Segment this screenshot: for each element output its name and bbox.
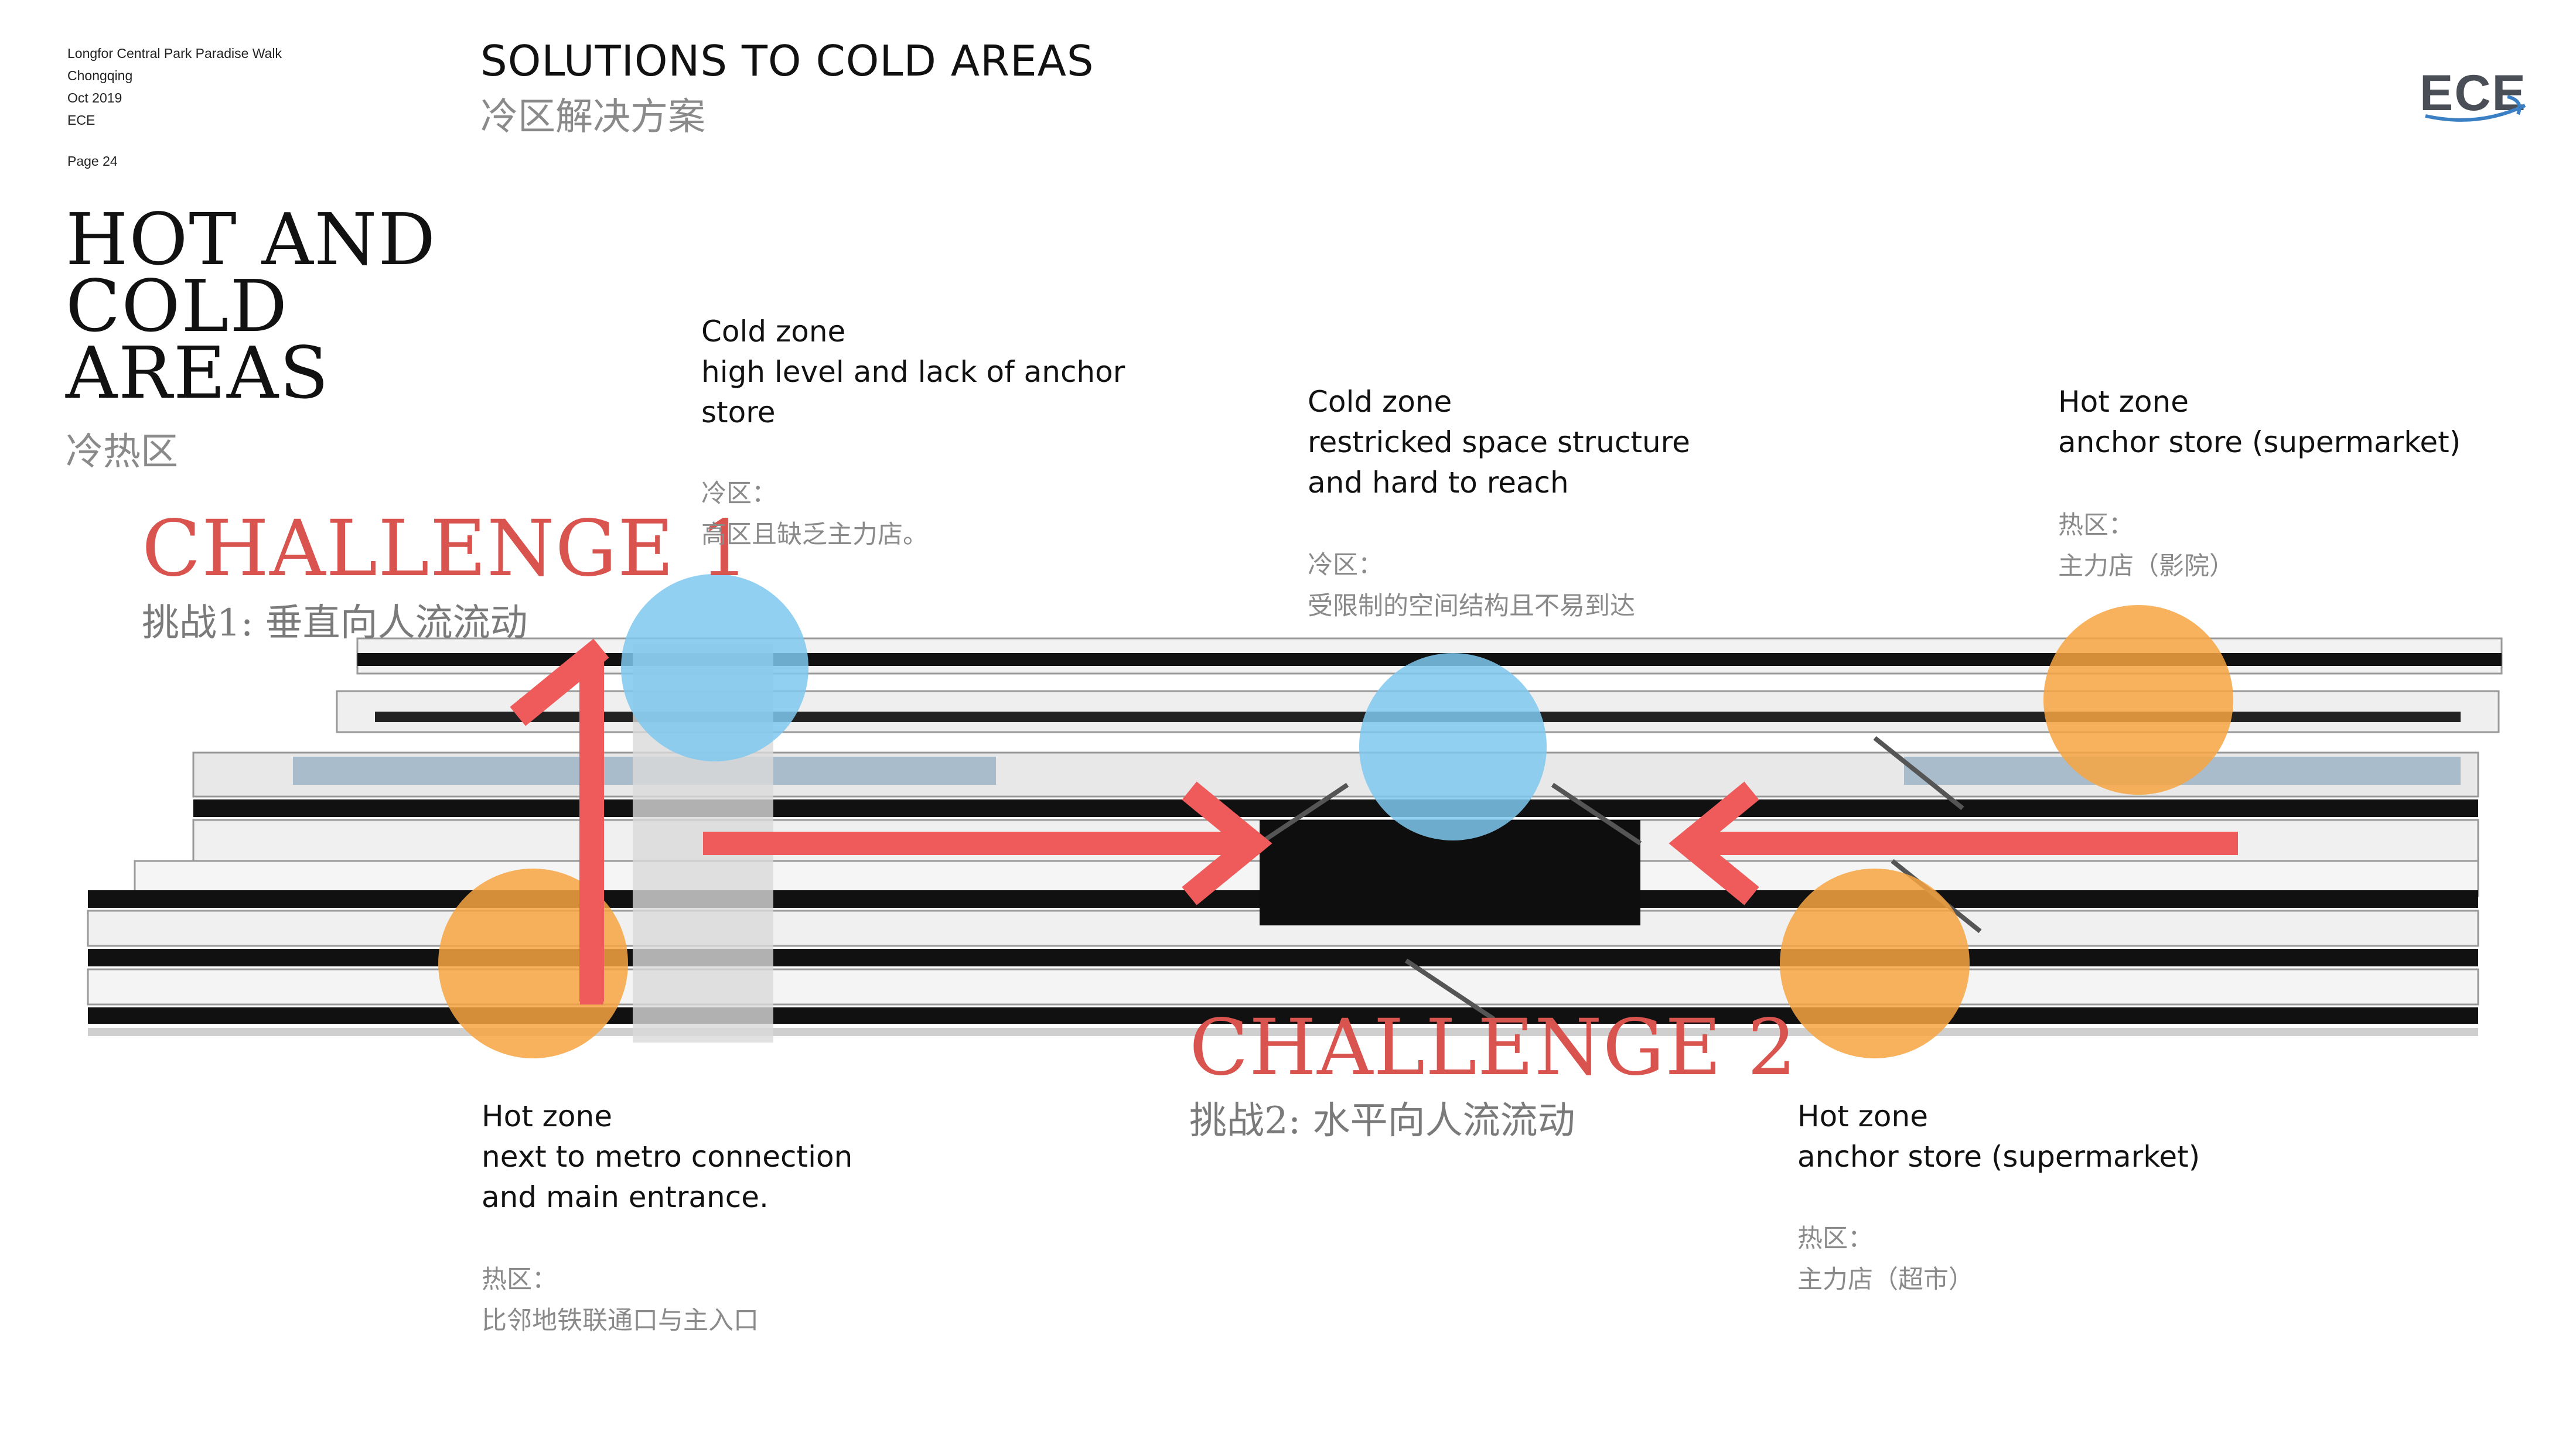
zone-title: Hot zone [482,1099,612,1133]
zone-desc: high level and lack of anchor [701,355,1125,389]
zone-title: Cold zone [1308,385,1452,419]
zone-desc: restricked space structure [1308,425,1690,459]
horizontal-flow-arrow-right [703,781,1272,905]
page-title-cn: 冷区解决方案 [480,95,705,139]
zone-cn-desc: 高区且缺乏主力店。 [701,520,928,549]
zone-cn-desc: 主力店（影院） [2058,552,2234,581]
zone-label-cold-top-left: Cold zone high level and lack of anchor … [701,312,1125,433]
section-title: HOT AND COLD AREAS [66,198,437,415]
ece-logo: ECE [2420,64,2531,129]
page-number: Page 24 [67,153,118,169]
horizontal-flow-arrow-left [1669,781,2238,905]
zone-desc: next to metro connection [482,1140,853,1174]
zone-title: Hot zone [1797,1099,1928,1133]
vertical-flow-arrow [510,638,609,1004]
project-date: Oct 2019 [67,90,122,105]
zone-desc: and hard to reach [1308,466,1569,500]
challenge-1-title: CHALLENGE 1 [142,504,750,594]
section-title-line: COLD [66,265,289,348]
zone-desc: store [701,395,776,429]
zone-label-cn-hot-bottom-left: 热区： 比邻地铁联通口与主入口 [482,1259,759,1341]
zone-cn-desc: 比邻地铁联通口与主入口 [482,1306,759,1335]
zone-cn-title: 热区： [482,1265,557,1294]
challenge-2-title: CHALLENGE 2 [1189,1003,1797,1093]
zone-title: Cold zone [701,315,846,348]
cold-zone-circle-top-left [621,574,808,761]
zone-cn-desc: 受限制的空间结构且不易到达 [1308,592,1635,621]
zone-label-cold-center: Cold zone restricked space structure and… [1308,382,1690,503]
project-company: ECE [67,112,95,128]
zone-label-cn-cold-top-left: 冷区： 高区且缺乏主力店。 [701,473,928,555]
challenge-2-subtitle: 挑战2: 水平向人流流动 [1189,1099,1575,1143]
zone-desc: anchor store (supermarket) [1797,1140,2200,1174]
zone-title: Hot zone [2058,385,2189,419]
zone-cn-title: 冷区： [1308,551,1383,580]
section-title-cn: 冷热区 [66,430,178,474]
hot-zone-circle-top-right [2043,605,2233,795]
zone-cn-desc: 主力店（超市） [1797,1265,1974,1294]
cold-zone-circle-center [1359,653,1547,840]
challenge-1-subtitle: 挑战1: 垂直向人流流动 [142,602,528,645]
section-title-line: AREAS [66,332,330,415]
zone-cn-title: 热区： [2058,511,2134,540]
project-name: Longfor Central Park Paradise Walk [67,46,282,61]
logo-swoosh-icon [2425,95,2526,122]
zone-desc: anchor store (supermarket) [2058,425,2461,459]
hot-zone-circle-bottom-right [1780,869,1970,1058]
zone-cn-title: 热区： [1797,1224,1873,1253]
project-meta: Longfor Central Park Paradise Walk Chong… [67,42,282,131]
section-title-line: HOT AND [66,198,437,281]
zone-label-cn-hot-bottom-right: 热区： 主力店（超市） [1797,1218,1974,1300]
zone-label-cn-hot-top-right: 热区： 主力店（影院） [2058,505,2234,587]
zone-label-cn-cold-center: 冷区： 受限制的空间结构且不易到达 [1308,545,1635,627]
zone-cn-title: 冷区： [701,479,777,508]
project-city: Chongqing [67,68,133,83]
zone-label-hot-top-right: Hot zone anchor store (supermarket) [2058,382,2461,463]
page-title: SOLUTIONS TO COLD AREAS [480,36,1094,86]
zone-label-hot-bottom-left: Hot zone next to metro connection and ma… [482,1096,852,1218]
zone-desc: and main entrance. [482,1180,769,1214]
zone-label-hot-bottom-right: Hot zone anchor store (supermarket) [1797,1096,2200,1177]
